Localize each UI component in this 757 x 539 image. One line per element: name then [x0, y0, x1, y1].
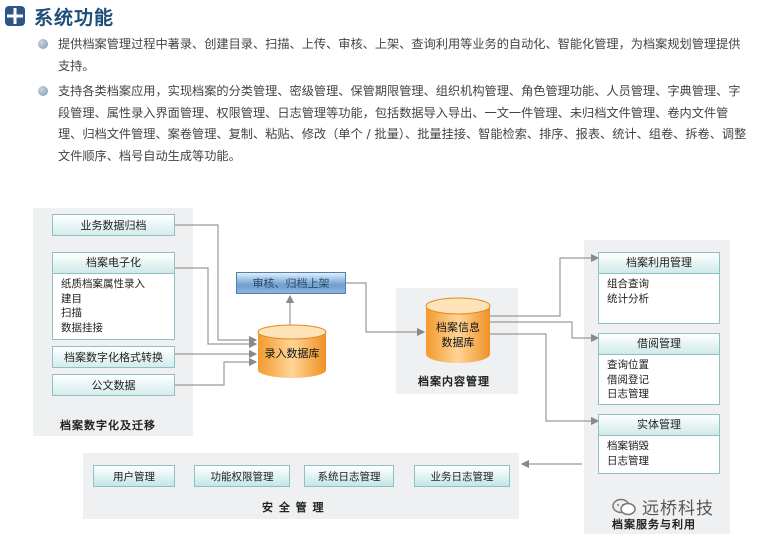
utilization-box-title: 档案利用管理: [599, 253, 719, 274]
feature-list: 提供档案管理过程中著录、创建目录、扫描、上传、审核、上架、查询利用等业务的自动化…: [38, 34, 748, 171]
list-item: 提供档案管理过程中著录、创建目录、扫描、上传、审核、上架、查询利用等业务的自动化…: [38, 34, 748, 77]
utilization-box: 档案利用管理 组合查询 统计分析: [598, 252, 720, 324]
utilization-item: 统计分析: [607, 292, 649, 305]
archive-db-label: 档案信息 数据库: [424, 320, 492, 350]
security-item: 功能权限管理: [194, 465, 290, 487]
security-item: 系统日志管理: [304, 465, 394, 487]
bullet-text: 支持各类档案应用，实现档案的分类管理、密级管理、保管期限管理、组织机构管理、角色…: [58, 84, 747, 163]
utilization-item: 组合查询: [607, 278, 649, 290]
section-header: 系统功能: [4, 4, 115, 29]
digitize-item: 数据挂接: [61, 321, 103, 334]
business-data-label: 业务数据归档: [80, 219, 147, 232]
digitize-box: 档案电子化 纸质档案属性录入 建目 扫描 数据挂接: [52, 252, 175, 340]
bullet-text: 提供档案管理过程中著录、创建目录、扫描、上传、审核、上架、查询利用等业务的自动化…: [58, 37, 741, 73]
wechat-icon: [612, 498, 636, 515]
digitize-box-title: 档案电子化: [53, 253, 174, 274]
right-group-label: 档案服务与利用: [612, 518, 696, 531]
entity-item: 日志管理: [607, 454, 649, 467]
borrow-item: 查询位置: [607, 359, 649, 371]
entity-item: 档案销毁: [607, 440, 649, 452]
entity-box-title: 实体管理: [599, 415, 719, 436]
borrow-item: 借阅登记: [607, 373, 649, 386]
security-group-label: 安 全 管 理: [262, 501, 325, 514]
input-db-label: 录入数据库: [264, 347, 320, 360]
list-item: 支持各类档案应用，实现档案的分类管理、密级管理、保管期限管理、组织机构管理、角色…: [38, 81, 748, 167]
doc-data-label: 公文数据: [91, 379, 136, 392]
business-data-box: 业务数据归档: [52, 214, 175, 236]
format-convert-box: 档案数字化格式转换: [52, 346, 175, 368]
entity-box: 实体管理 档案销毁 日志管理: [598, 414, 720, 474]
bullet-icon: [38, 86, 48, 96]
watermark: 远桥科技: [612, 494, 714, 519]
digitize-item: 建目: [61, 292, 82, 305]
archive-db-line: 数据库: [441, 336, 475, 349]
archive-db-line: 档案信息: [436, 321, 480, 334]
bullet-icon: [38, 39, 48, 49]
left-group-label: 档案数字化及迁移: [60, 419, 156, 432]
borrow-box: 借阅管理 查询位置 借阅登记 日志管理: [598, 333, 720, 405]
page-title: 系统功能: [34, 6, 115, 29]
input-db-cylinder: [257, 324, 327, 378]
section-marker-icon: [5, 6, 25, 26]
watermark-text: 远桥科技: [642, 499, 714, 519]
archive-db-cylinder: [425, 297, 491, 363]
center-group-label: 档案内容管理: [418, 375, 490, 388]
review-bar: 审核、归档上架: [236, 272, 346, 294]
borrow-box-title: 借阅管理: [599, 334, 719, 355]
doc-data-box: 公文数据: [52, 374, 175, 396]
digitize-item: 扫描: [61, 307, 82, 319]
borrow-item: 日志管理: [607, 388, 649, 400]
security-item: 用户管理: [93, 465, 175, 487]
digitize-item: 纸质档案属性录入: [61, 278, 145, 290]
format-convert-label: 档案数字化格式转换: [64, 351, 163, 364]
security-item: 业务日志管理: [414, 465, 510, 487]
